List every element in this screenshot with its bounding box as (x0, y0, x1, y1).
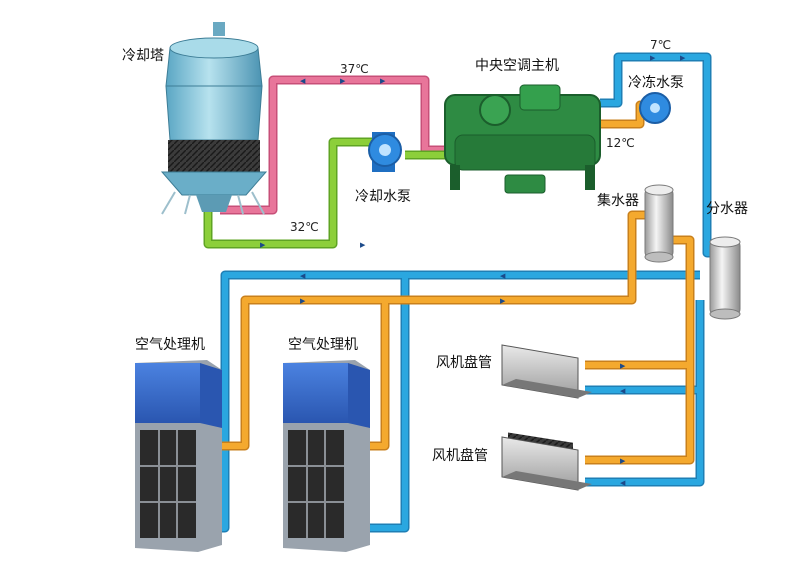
ahu-1-label: 空气处理机 (135, 337, 205, 353)
chiller-label: 中央空调主机 (475, 58, 559, 74)
svg-text:◀: ◀ (620, 479, 626, 487)
svg-text:▶: ▶ (360, 241, 366, 249)
cooling-tower-icon (160, 22, 268, 215)
collector-label: 集水器 (597, 193, 639, 209)
distributor-label: 分水器 (706, 201, 748, 217)
fan-coil-icon (501, 436, 592, 491)
svg-text:◀: ◀ (300, 272, 306, 280)
chilled-pump-label: 冷冻水泵 (628, 75, 684, 91)
chiller-icon (444, 84, 601, 194)
svg-text:▶: ▶ (620, 457, 626, 465)
ahu-2-label: 空气处理机 (288, 337, 358, 353)
chilled-return-temp: 12℃ (606, 136, 635, 150)
svg-text:◀: ◀ (300, 77, 306, 85)
svg-text:▶: ▶ (260, 241, 266, 249)
header-tank-icon (709, 236, 741, 320)
cooling-cold-temp: 32℃ (290, 220, 319, 234)
svg-text:▶: ▶ (680, 54, 686, 62)
svg-text:◀: ◀ (620, 387, 626, 395)
cooling-tower-label: 冷却塔 (122, 48, 164, 64)
fcu-2-label: 风机盘管 (432, 448, 488, 464)
header-tank-icon (644, 184, 674, 263)
svg-text:▶: ▶ (500, 297, 506, 305)
cooling-hot-temp: 37℃ (340, 62, 369, 76)
fcu-1-label: 风机盘管 (436, 355, 492, 371)
cooling-pump-label: 冷却水泵 (355, 189, 411, 205)
pump-icon (368, 132, 402, 172)
svg-text:◀: ◀ (500, 272, 506, 280)
svg-text:▶: ▶ (300, 297, 306, 305)
cooling-cold-pipe (203, 137, 450, 249)
chilled-return-pipes (200, 100, 695, 465)
svg-text:▶: ▶ (340, 77, 346, 85)
air-handler-icon (283, 360, 370, 552)
svg-text:▶: ▶ (380, 77, 386, 85)
flow-arrows: ◀ ▶ ▶ ▶ ▶ ▶ ▶ ◀ ◀ ▶ ▶ ◀ ◀ ▶ ▶ (260, 54, 686, 487)
pump-icon (639, 92, 671, 124)
cooling-hot-pipe (220, 75, 450, 215)
chilled-supply-temp: 7℃ (650, 38, 672, 52)
air-handler-icon (135, 360, 222, 552)
svg-text:▶: ▶ (650, 54, 656, 62)
svg-text:▶: ▶ (620, 362, 626, 370)
